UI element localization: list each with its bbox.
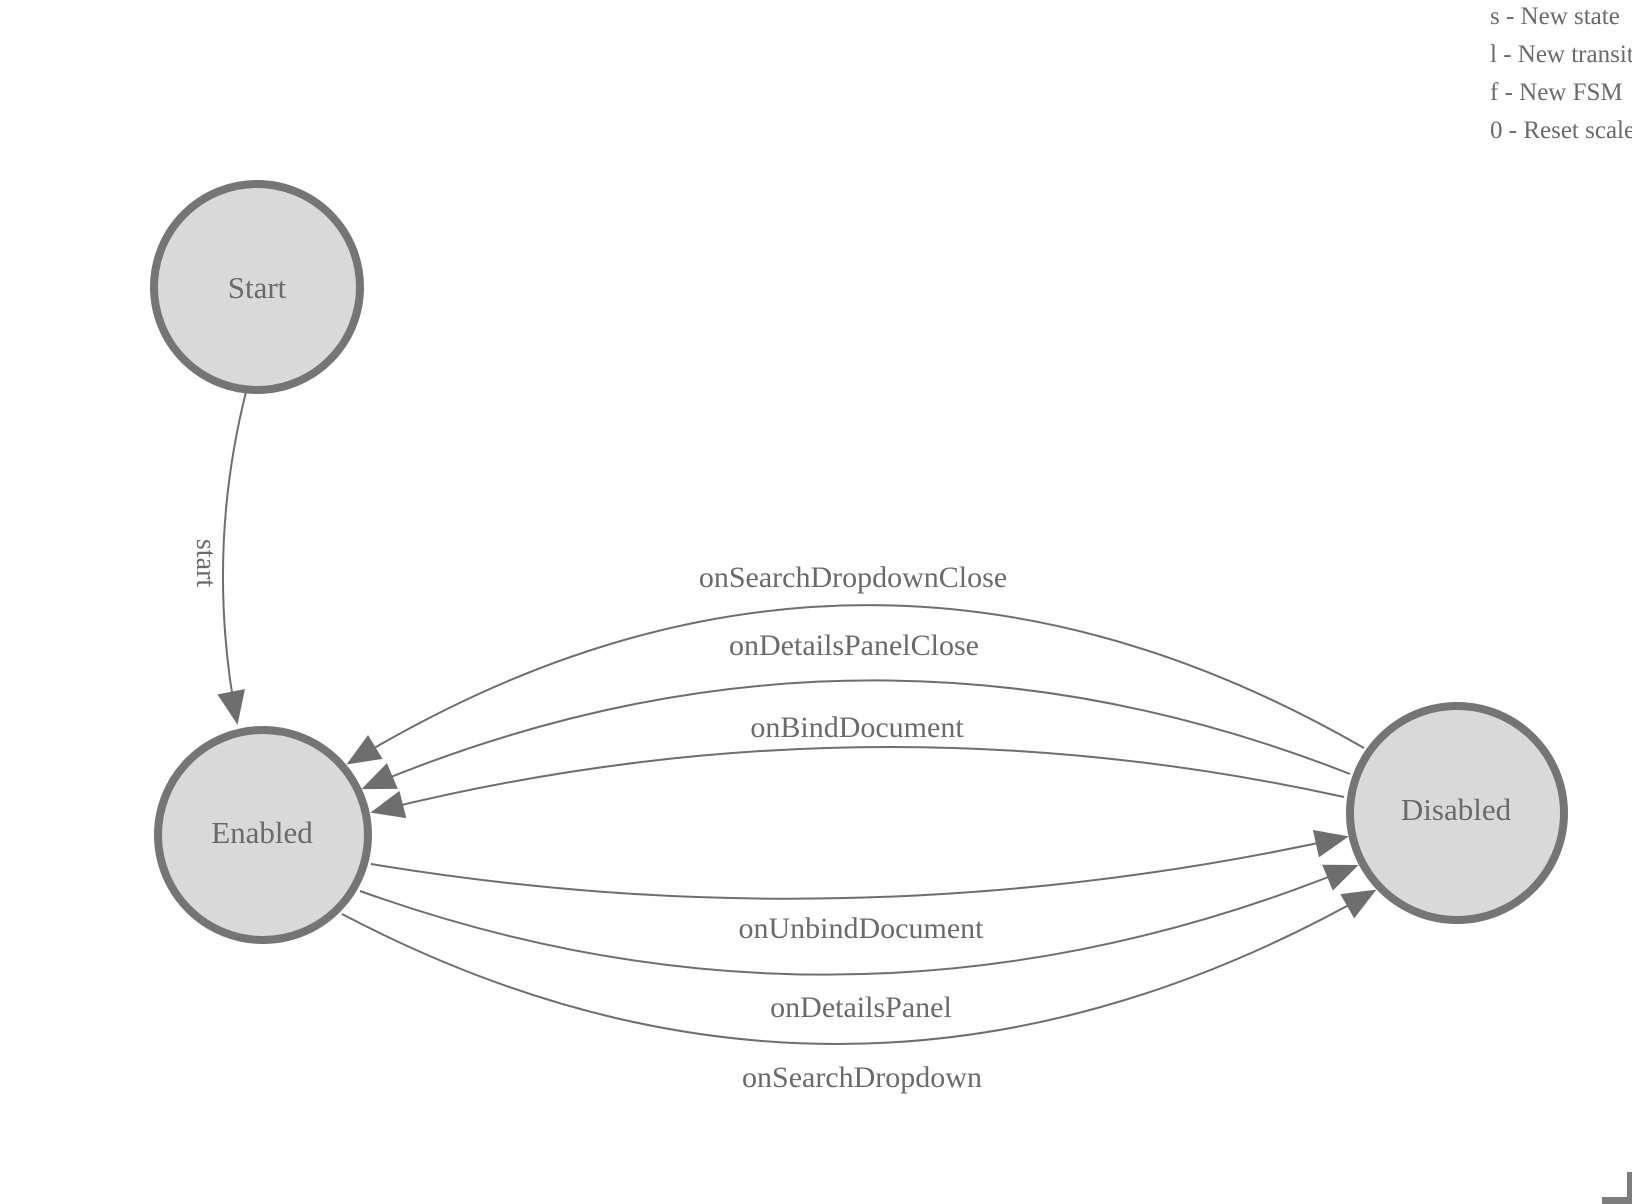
edge-start-to-enabled[interactable]: [217, 391, 247, 725]
edge-label-onsearchdropdownclose: onSearchDropdownClose: [699, 561, 1007, 594]
edge-onunbinddocument[interactable]: [370, 829, 1349, 900]
edge-label-start: start: [190, 539, 221, 587]
canvas-border-corner-vertical: [1627, 1172, 1632, 1204]
edge-ondetailspanelclose[interactable]: [361, 679, 1351, 790]
edge-onsearchdropdownclose[interactable]: [346, 604, 1365, 765]
edge-label-onbinddocument: onBindDocument: [750, 711, 964, 744]
state-label-start: Start: [228, 270, 287, 305]
state-label-enabled: Enabled: [211, 815, 313, 850]
state-node-enabled[interactable]: [154, 726, 372, 944]
legend-line-new-transition: l - New transition: [1490, 41, 1632, 68]
legend-line-new-fsm: f - New FSM: [1490, 79, 1623, 106]
legend-line-new-state: s - New state: [1490, 3, 1620, 30]
legend-line-reset-scale: 0 - Reset scale: [1490, 117, 1632, 144]
edge-label-ondetailspanel: onDetailsPanel: [770, 991, 952, 1024]
edge-label-ondetailspanelclose: onDetailsPanelClose: [729, 629, 979, 662]
state-label-disabled: Disabled: [1401, 792, 1512, 827]
edge-label-onunbinddocument: onUnbindDocument: [739, 912, 985, 945]
edge-ondetailspanel[interactable]: [359, 864, 1359, 976]
edge-label-onsearchdropdown: onSearchDropdown: [742, 1061, 982, 1094]
edge-onsearchdropdown[interactable]: [341, 889, 1377, 1045]
state-node-start[interactable]: [150, 180, 364, 394]
state-node-disabled[interactable]: [1346, 702, 1568, 924]
canvas-border-corner-horizontal: [1602, 1197, 1632, 1204]
shortcut-legend: s - New state l - New transition f - New…: [1490, 0, 1632, 150]
edge-onbinddocument[interactable]: [370, 746, 1345, 819]
